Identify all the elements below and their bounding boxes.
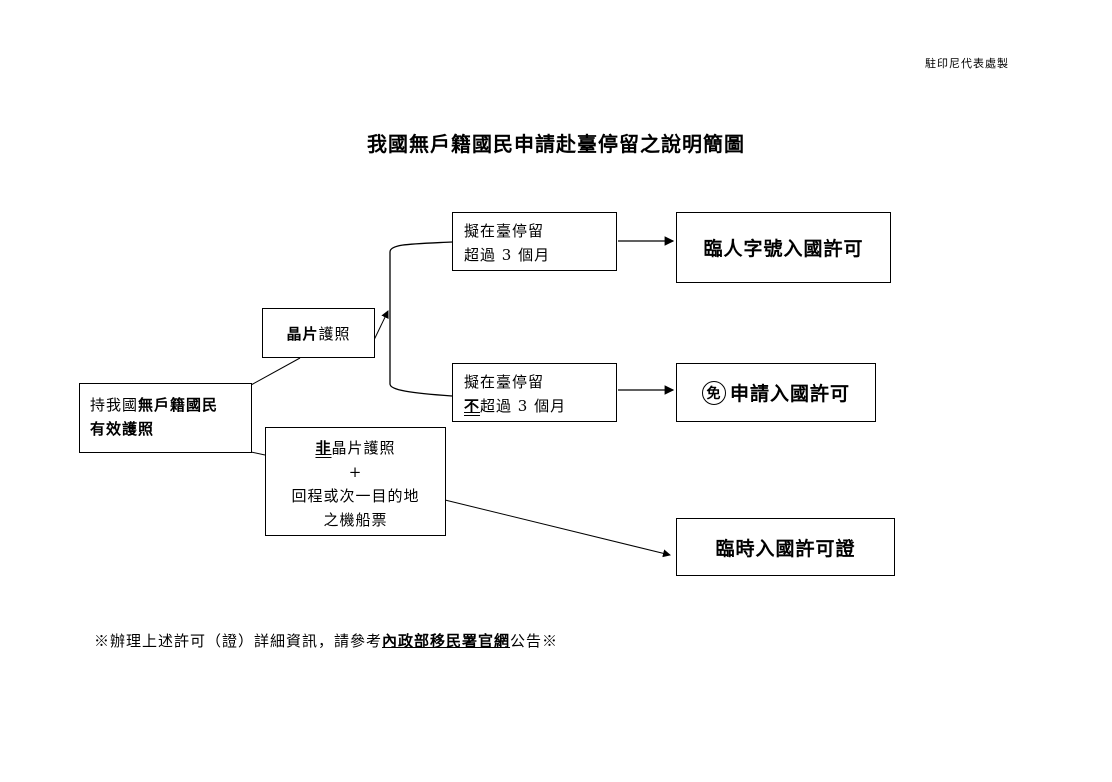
non-chip-rest: 晶片護照	[331, 439, 396, 457]
issuer-note: 駐印尼代表處製	[925, 57, 1009, 70]
cond-under-line1: 擬在臺停留	[464, 373, 545, 391]
root-text-bold: 無戶籍國民	[138, 396, 219, 414]
result-nonchip-text: 臨時入國許可證	[715, 537, 856, 560]
footer-note: ※辦理上述許可（證）詳細資訊，請參考內政部移民署官網公告※	[94, 630, 558, 651]
result-over-box: 臨人字號入國許可	[676, 212, 891, 283]
plus-sign: +	[348, 463, 363, 481]
footer-prefix: ※辦理上述許可（證）詳細資訊，請參考	[94, 632, 383, 650]
result-over-text: 臨人字號入國許可	[703, 238, 864, 260]
cond-over-line1: 擬在臺停留	[464, 222, 545, 240]
root-text-line2: 有效護照	[90, 420, 155, 438]
exempt-badge-icon: 免	[701, 380, 726, 405]
footer-suffix: 公告※	[510, 632, 559, 650]
root-box: 持我國無戶籍國民 有效護照	[79, 383, 252, 453]
cond-under-box: 擬在臺停留 不超過 3 個月	[452, 363, 617, 422]
result-under-box: 免申請入國許可	[676, 363, 876, 422]
cond-over-line2: 超過 3 個月	[464, 246, 551, 264]
chip-bold: 晶片	[286, 324, 319, 343]
chip-normal: 護照	[318, 324, 351, 343]
non-chip-emph: 非	[315, 439, 332, 457]
non-chip-line3: 回程或次一目的地	[291, 487, 420, 505]
result-under-text: 申請入國許可	[729, 383, 850, 405]
non-chip-line4: 之機船票	[323, 511, 388, 529]
cond-under-rest: 超過 3 個月	[480, 397, 567, 415]
immigration-agency-link[interactable]: 內政部移民署官網	[382, 632, 511, 650]
cond-over-box: 擬在臺停留 超過 3 個月	[452, 212, 617, 271]
root-text-normal: 持我國	[90, 396, 139, 414]
non-chip-box: 非晶片護照 + 回程或次一目的地 之機船票	[265, 427, 446, 536]
cond-under-emph: 不	[464, 397, 481, 415]
chip-passport-box: 晶片護照	[262, 308, 375, 358]
page-title: 我國無戶籍國民申請赴臺停留之說明簡圖	[367, 132, 745, 156]
result-nonchip-box: 臨時入國許可證	[676, 518, 895, 576]
